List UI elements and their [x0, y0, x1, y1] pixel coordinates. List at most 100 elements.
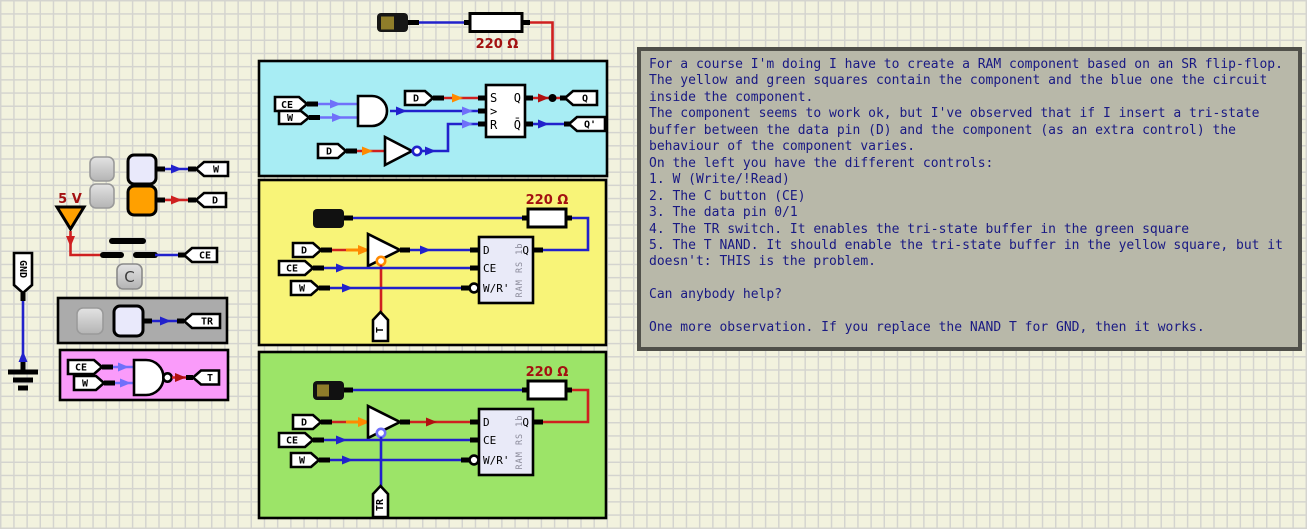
component-internal-circuit-box: CE W D D: [257, 59, 609, 178]
tunnel-tr-label: TR: [375, 498, 386, 511]
tunnel-d: [403, 89, 435, 107]
tunnel-ce-label: CE: [75, 363, 87, 374]
ground-symbol: [8, 362, 38, 391]
tunnel-w-label: W: [299, 456, 306, 467]
nand-bubble: [162, 371, 174, 383]
tunnel-ce: [277, 259, 315, 277]
tunnel-q-prime-label: Q': [584, 120, 596, 131]
tunnel-tr: [182, 312, 222, 330]
tunnel-d-label: D: [301, 418, 307, 429]
ram-rs-1b-block: D CE W/R' Q RAM RS 1b: [461, 235, 543, 305]
sr-pin-s: S: [490, 91, 497, 105]
ram-pin-ce: CE: [483, 262, 496, 275]
ram-pin-wr: W/R': [483, 282, 510, 295]
left-controls: W D 5 V CE C GND: [8, 153, 230, 391]
tunnel-d: [194, 191, 228, 209]
sr-pin-qbar: Q̄: [514, 118, 521, 132]
tunnel-ce: [182, 246, 219, 264]
push-button[interactable]: [89, 183, 115, 209]
push-button[interactable]: [76, 307, 104, 335]
tunnel-d: [291, 241, 323, 259]
ram-rs-1b-block: D CE W/R' Q RAM RS 1b: [461, 407, 543, 477]
resistor-value-label: 220 Ω: [476, 37, 519, 52]
nand-t-panel: CE W T: [58, 348, 230, 402]
tunnel-w-label: W: [299, 284, 306, 295]
tunnel-t: [191, 369, 221, 386]
tunnel-ce: [277, 431, 315, 449]
tunnel-gnd-label: GND: [17, 260, 28, 278]
tristate-enable-bubble: [375, 427, 387, 439]
c-button-label: C: [124, 268, 134, 286]
component-yellow-box: 220 Ω D T CE W: [257, 178, 608, 347]
ram-pin-q: Q: [522, 244, 529, 257]
inverter-bubble: [411, 145, 423, 157]
not-gate: [383, 134, 415, 168]
tunnel-ce-label: CE: [199, 251, 211, 262]
ram-block-name: RAM RS 1b: [515, 414, 525, 469]
tr-control-panel: TR: [56, 296, 229, 345]
tunnel-w: [72, 374, 106, 392]
tunnel-d: [291, 413, 323, 431]
wire-junction: [548, 94, 557, 102]
tunnel-ce-label: CE: [286, 436, 298, 447]
tunnel-d-label: D: [212, 196, 218, 207]
power-supply-symbol: [54, 205, 87, 232]
tunnel-q-prime: [567, 115, 607, 133]
output-led: [313, 209, 344, 228]
tunnel-w: [194, 160, 230, 178]
toggle-switch-d[interactable]: [126, 184, 158, 217]
c-button[interactable]: [116, 263, 143, 290]
nand-gate: [132, 358, 165, 397]
tunnel-d-label: D: [326, 147, 332, 158]
and-gate: [356, 94, 389, 128]
tristate-enable-bubble: [375, 255, 387, 267]
tunnel-w-label: W: [213, 165, 220, 176]
resistor-value-label: 220 Ω: [526, 365, 569, 380]
resistor: [526, 207, 568, 229]
tunnel-w: [289, 451, 321, 469]
inverted-pin-bubble: [468, 282, 480, 294]
ram-pin-d: D: [483, 244, 490, 257]
annotation-text: For a course I'm doing I have to create …: [649, 57, 1283, 336]
sr-pin-r: R: [490, 118, 498, 132]
toggle-switch-w[interactable]: [126, 153, 158, 186]
push-button[interactable]: [89, 156, 115, 182]
tunnel-d-label: D: [301, 246, 307, 257]
sr-pin-clk: >: [490, 105, 497, 119]
supply-voltage-label: 5 V: [58, 192, 82, 207]
tunnel-ce-label: CE: [286, 264, 298, 275]
inverted-pin-bubble: [468, 454, 480, 466]
toggle-switch-tr[interactable]: [112, 304, 145, 338]
tunnel-q: [563, 89, 599, 107]
tunnel-t: [371, 310, 390, 343]
ram-pin-q: Q: [522, 416, 529, 429]
ram-pin-wr: W/R': [483, 454, 510, 467]
tunnel-w-label: W: [82, 379, 89, 390]
output-led-top: [377, 13, 408, 32]
tunnel-ce: [273, 95, 309, 113]
sr-pin-q: Q: [514, 91, 521, 105]
tunnel-w: [277, 109, 312, 126]
output-led: [313, 381, 344, 400]
tunnel-ce-label: CE: [281, 100, 293, 111]
ram-pin-d: D: [483, 416, 490, 429]
tunnel-tr-label: TR: [201, 317, 214, 328]
sr-flipflop-block: S > R Q Q̄: [478, 83, 533, 139]
tunnel-d-label: D: [413, 94, 419, 105]
resistor-value-label: 220 Ω: [526, 193, 569, 208]
push-switch-ce[interactable]: [100, 238, 158, 258]
component-green-box: 220 Ω D TR CE W: [257, 350, 608, 520]
resistor: [526, 379, 568, 401]
tunnel-t-label: T: [375, 327, 386, 333]
tunnel-q-label: Q: [582, 94, 588, 105]
ram-pin-ce: CE: [483, 434, 496, 447]
tunnel-d: [316, 142, 348, 160]
tunnel-w-label: W: [287, 113, 294, 124]
tunnel-tr: [371, 484, 390, 519]
tunnel-w: [289, 279, 321, 297]
tunnel-ce: [66, 358, 104, 376]
annotation-box: For a course I'm doing I have to create …: [637, 47, 1302, 351]
ram-block-name: RAM RS 1b: [515, 242, 525, 297]
tunnel-t-label: T: [207, 373, 213, 384]
